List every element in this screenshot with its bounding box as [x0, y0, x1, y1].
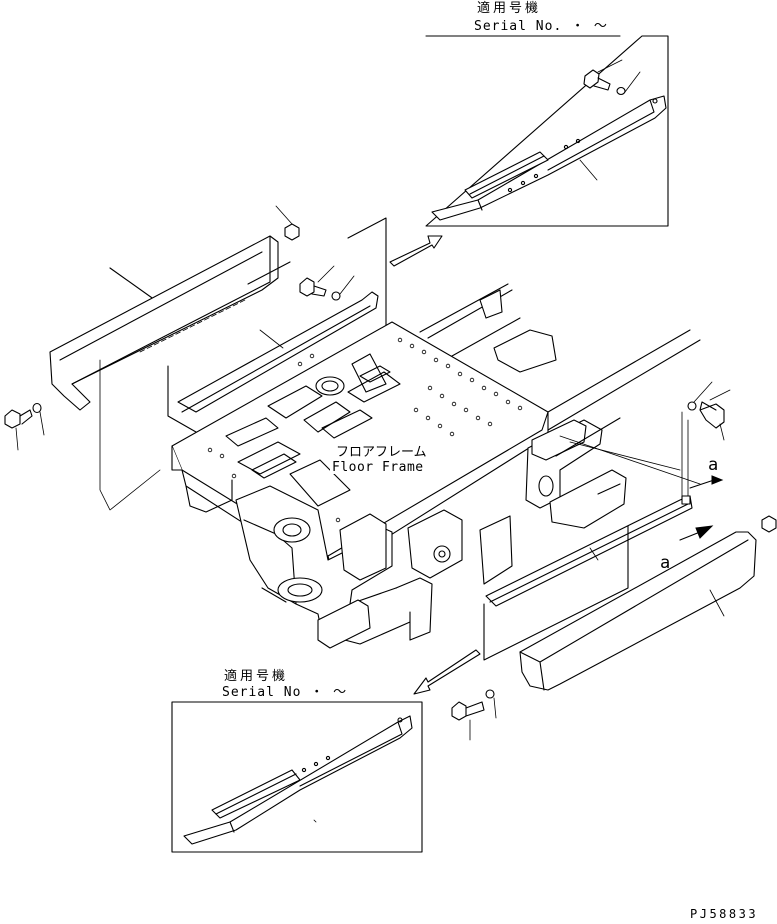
- left-washer-icon: [32, 402, 42, 414]
- top-inset-frame: [425, 35, 669, 227]
- view-mark-a-cover: a: [660, 553, 670, 573]
- floor-frame: [171, 283, 701, 649]
- right-cover-panel: [519, 531, 757, 691]
- left-cover-group: [4, 205, 300, 511]
- bottom-inset: 適用号機 Serial No ・ ～: [171, 668, 423, 853]
- arrow-to-bottom-inset: [413, 649, 481, 695]
- right-bolt-icon: [699, 403, 725, 429]
- nut-icon: [284, 223, 300, 241]
- drawing-number: PJ58833: [690, 907, 758, 921]
- view-mark-a-right: a: [708, 455, 718, 475]
- left-bolt-icon: [4, 409, 21, 429]
- bottom-inset-rail: [183, 715, 413, 845]
- middle-rail-group: [167, 217, 387, 441]
- top-inset-serial: Serial No. ・ ～: [474, 19, 608, 34]
- arrow-to-top-inset: [389, 235, 443, 267]
- middle-rail: [177, 291, 379, 413]
- bottom-inset-frame: [171, 701, 423, 853]
- right-cover-group: a a: [483, 381, 777, 691]
- floor-frame-label-en: Floor Frame: [332, 460, 424, 475]
- top-inset-title: 適用号機: [477, 0, 541, 16]
- top-inset-rail: [431, 95, 667, 221]
- top-inset-bolt: [579, 59, 641, 181]
- floor-frame-label: フロアフレーム Floor Frame: [330, 440, 430, 475]
- bottom-inset-serial: Serial No ・ ～: [222, 685, 347, 700]
- right-nut-icon: [761, 515, 777, 533]
- floor-frame-label-jp: フロアフレーム: [336, 445, 427, 460]
- bottom-inset-bolt-group: [451, 689, 497, 741]
- bottom-inset-title: 適用号機: [224, 668, 288, 684]
- top-inset: 適用号機 Serial No. ・ ～: [425, 0, 669, 227]
- right-washer-icon: [687, 401, 697, 411]
